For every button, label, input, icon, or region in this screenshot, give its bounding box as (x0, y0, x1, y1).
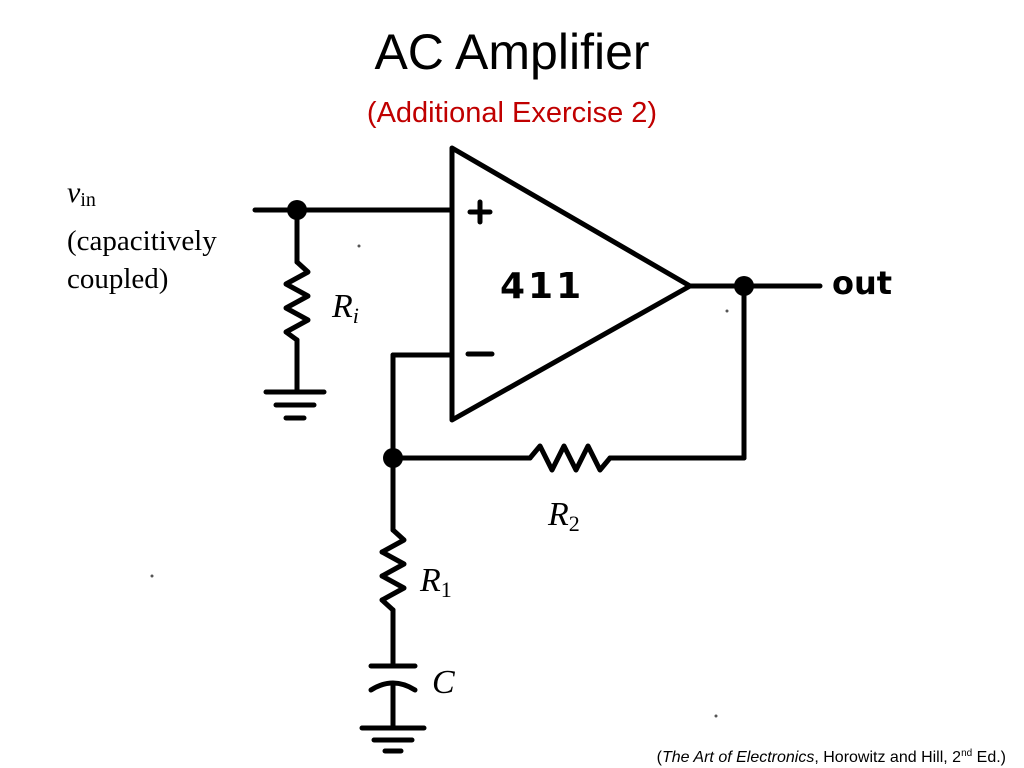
output-label: out (832, 264, 893, 302)
scan-speck (725, 309, 729, 313)
citation-edition-sup: nd (961, 748, 973, 759)
citation-book: The Art of Electronics (662, 749, 815, 766)
r1-resistor (379, 527, 407, 613)
vin-note-line1: (capacitively (67, 225, 217, 257)
citation-close: Ed.) (972, 749, 1006, 766)
citation-authors: , Horowitz and Hill, 2 (814, 749, 962, 766)
r1-label: R1 (420, 562, 452, 609)
r2-resistor (527, 443, 613, 473)
citation-open: ( (656, 749, 662, 766)
r2-subscript: 2 (568, 511, 580, 536)
vin-note: (capacitively coupled) (67, 222, 217, 298)
junction-output (734, 276, 754, 296)
opamp-label: 411 (500, 266, 585, 307)
ground-ri (263, 389, 327, 421)
scan-speck (357, 244, 361, 248)
ri-label: Ri (332, 288, 359, 335)
r1-subscript: 1 (440, 577, 452, 602)
vin-symbol: v (67, 176, 81, 209)
slide-title: AC Amplifier (374, 24, 650, 80)
slide-subtitle: (Additional Exercise 2) (366, 97, 658, 129)
scan-speck (150, 574, 154, 578)
ri-subscript: i (352, 303, 359, 328)
vin-label: vin (67, 176, 96, 217)
ri-resistor (283, 259, 311, 343)
c-label: C (432, 664, 455, 701)
opamp-triangle (449, 145, 693, 423)
junction-input (287, 200, 307, 220)
scan-speck (714, 714, 718, 718)
r2-label: R2 (548, 496, 580, 543)
r1-symbol: R (420, 562, 441, 599)
r2-symbol: R (548, 496, 569, 533)
ri-symbol: R (332, 288, 353, 325)
ground-c (359, 725, 427, 754)
vin-note-line2: coupled) (67, 263, 169, 295)
vin-subscript: in (80, 189, 96, 211)
citation: (The Art of Electronics, Horowitz and Hi… (657, 744, 1006, 768)
junction-feedback (383, 448, 403, 468)
